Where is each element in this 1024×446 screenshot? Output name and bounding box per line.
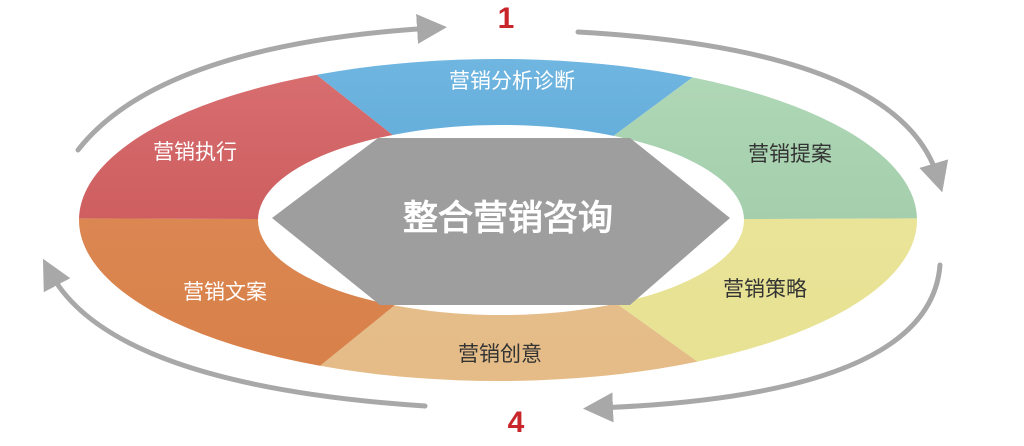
step-number-top: 1 <box>498 2 515 35</box>
segment-label-execution: 营销执行 <box>153 140 237 164</box>
segment-label-creative: 营销创意 <box>458 342 542 366</box>
segment-label-proposal: 营销提案 <box>748 142 832 166</box>
cycle-arrow-top-left-icon <box>75 13 447 153</box>
segment-label-analysis: 营销分析诊断 <box>449 69 575 93</box>
cycle-arrow-bottom-left-icon <box>42 258 428 409</box>
step-number-bottom: 4 <box>508 406 525 439</box>
center-label: 整合营销咨询 <box>403 199 613 239</box>
cycle-arrow-top-right-icon <box>575 29 949 193</box>
segment-label-strategy: 营销策略 <box>723 277 807 301</box>
cycle-arrow-bottom-right-icon <box>583 262 943 423</box>
center-hexagon <box>272 138 730 305</box>
segment-label-copywriting: 营销文案 <box>183 280 267 304</box>
